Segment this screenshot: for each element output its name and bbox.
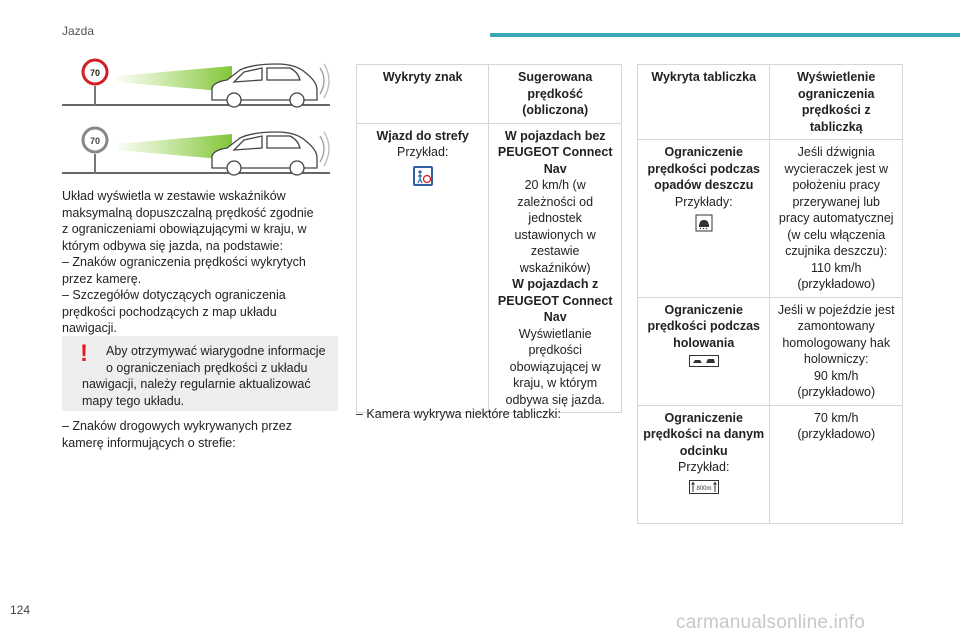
svg-text:70: 70 [90, 136, 100, 146]
table-cell: Ograniczenie prędkości podczas opadów de… [636, 139, 771, 298]
cell-text: Wyświetlanie prędkości obowiązującej w k… [505, 326, 605, 407]
warning-line: mapy tego układu. [82, 393, 185, 408]
intro-line: z ograniczeniami obowiązującymi w kraju,… [62, 222, 307, 236]
towing-plate-icon [688, 355, 719, 372]
plates-intro: – Kamera wykrywa niektóre tabliczki: [356, 407, 561, 421]
cell-text: Jeśli w pojeździe jest zamontowany homol… [777, 302, 895, 367]
table-cell: Ograniczenie prędkości podczas holowania [636, 296, 771, 406]
watermark: carmanualsonline.info [676, 612, 866, 633]
table-cell: Wjazd do strefy Przykład: [355, 122, 490, 413]
table-header: Wykryty znak [355, 64, 490, 124]
cell-note: (przykładowo) [797, 427, 876, 441]
rain-plate-icon [695, 214, 713, 237]
intro-line: nawigacji. [62, 321, 117, 335]
warning-line: Aby otrzymywać wiarygodne informacje [106, 344, 326, 358]
table-header: Wykryta tabliczka [636, 64, 771, 140]
table-cell: Ograniczenie prędkości na danym odcinku … [636, 404, 771, 524]
cell-title: Wjazd do strefy [376, 128, 469, 143]
speed-value: 90 km/h [813, 368, 859, 383]
intro-line: maksymalną dopuszczalną prędkość zgodnie [62, 205, 314, 220]
warning-line: o ograniczeniach prędkości z układu [106, 360, 308, 375]
cell-text: Jeśli dźwignia wycieraczek jest w położe… [778, 145, 894, 258]
svg-text:800m: 800m [696, 486, 711, 492]
table-header: Wyświetlenie ograniczenia prędkości z ta… [769, 64, 903, 140]
table-cell: Jeśli dźwignia wycieraczek jest w położe… [769, 139, 903, 298]
car-icon [211, 131, 330, 176]
intro-line: – Szczegółów dotyczących ograniczenia [62, 288, 286, 302]
table-cell: Jeśli w pojeździe jest zamontowany homol… [769, 296, 903, 406]
intro-line: Układ wyświetla w zestawie wskaźników [62, 189, 286, 203]
map-detection-illustration: 70 [62, 124, 332, 180]
svg-text:70: 70 [90, 68, 100, 78]
cell-title: Ograniczenie prędkości podczas holowania [647, 302, 760, 350]
cell-title: W pojazdach bez PEUGEOT Connect Nav [497, 128, 613, 176]
speed-limit-sign-icon: 70 [81, 58, 109, 86]
page-number: 124 [10, 603, 31, 617]
cell-subtitle: Przykład: [678, 460, 730, 474]
zone-sign-icon [412, 165, 434, 192]
table-cell: W pojazdach bez PEUGEOT Connect Nav 20 k… [488, 122, 622, 413]
warning-line: nawigacji, należy regularnie aktualizowa… [82, 377, 311, 391]
intro-text: Układ wyświetla w zestawie wskaźników ma… [62, 188, 338, 337]
zone-line: kamerę informujących o strefie: [62, 435, 236, 450]
cell-title: Ograniczenie prędkości podczas opadów de… [647, 145, 760, 192]
warning-box: Aby otrzymywać wiarygodne informacje o o… [62, 336, 338, 411]
header-accent-bar [490, 33, 960, 37]
cell-subtitle: Przykłady: [674, 194, 733, 209]
speed-value: 110 km/h [810, 260, 862, 275]
cell-subtitle: Przykład: [396, 145, 449, 159]
cell-text: 20 km/h (w zależności od jednostek ustaw… [514, 178, 596, 275]
cell-note: (przykładowo) [797, 277, 876, 291]
intro-line: którym odbywa się jazda, na podstawie: [62, 238, 283, 253]
cell-note: (przykładowo) [797, 385, 876, 399]
zone-line: – Znaków drogowych wykrywanych przez [62, 419, 292, 433]
cell-title: W pojazdach z PEUGEOT Connect Nav [497, 277, 613, 324]
cell-title: Ograniczenie prędkości na danym odcinku [643, 410, 765, 458]
zone-signs-text: – Znaków drogowych wykrywanych przez kam… [62, 418, 338, 451]
section-title: Jazda [62, 24, 95, 38]
table-header: Sugerowana prędkość (obliczona) [488, 64, 622, 124]
warning-exclamation-icon: ! [80, 340, 88, 367]
speed-limit-sign-grey-icon: 70 [81, 126, 109, 154]
camera-detection-illustration: 70 [62, 56, 332, 112]
distance-plate-icon: 800m [688, 479, 719, 499]
table-cell: 70 km/h (przykładowo) [769, 404, 903, 524]
intro-line: przez kamerę. [62, 271, 142, 286]
intro-line: – Znaków ograniczenia prędkości wykrytyc… [62, 255, 306, 269]
plate-table: Wykryta tabliczka Wyświetlenie ogranicze… [636, 64, 903, 524]
speed-value: 70 km/h [813, 410, 859, 425]
car-icon [211, 63, 330, 108]
intro-line: prędkości pochodzących z map układu [62, 304, 277, 319]
zone-sign-table: Wykryty znak Sugerowana prędkość (oblicz… [355, 64, 622, 413]
